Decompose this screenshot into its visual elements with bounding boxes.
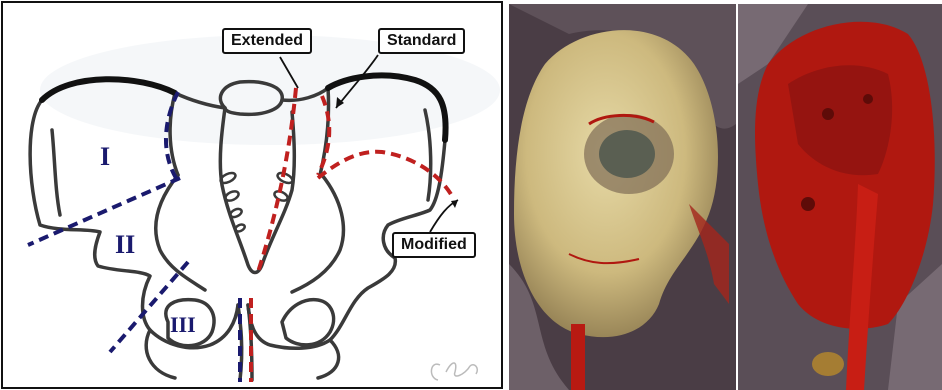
zone-iii-label: III bbox=[170, 312, 196, 338]
vessel-stump bbox=[571, 324, 585, 390]
specimen-photo-external bbox=[509, 4, 736, 390]
pelvis-diagram-panel: Extended Standard Modified I II III bbox=[0, 0, 505, 390]
wound-center bbox=[599, 130, 655, 178]
standard-label: Standard bbox=[378, 28, 465, 54]
zone-i-label: I bbox=[100, 142, 110, 172]
extended-label: Extended bbox=[222, 28, 312, 54]
specimen-external-illustration bbox=[509, 4, 736, 390]
zone-ii-label: II bbox=[115, 230, 135, 260]
modified-label: Modified bbox=[392, 232, 476, 258]
specimen-cut-illustration bbox=[738, 4, 942, 390]
specimen-photo-cut-surface bbox=[738, 4, 942, 390]
pelvis-illustration bbox=[0, 0, 505, 390]
